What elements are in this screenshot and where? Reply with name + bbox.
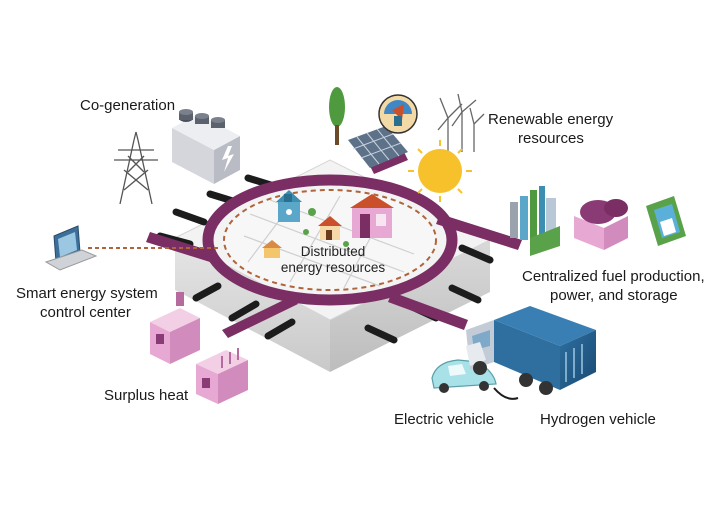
control-center [44,225,220,271]
house-orange [318,216,342,240]
label-electric-vehicle: Electric vehicle [394,411,495,428]
solar-panel-icon [348,126,408,168]
label-distributed-line1: Distributed [300,244,366,259]
label-centralized-line2: power, and storage [550,287,678,304]
label-cogeneration: Co-generation [80,97,176,114]
conduit-top-right [370,152,408,174]
label-renewable-line1: Renewable energy [488,111,614,128]
heat-building-1 [150,292,200,364]
tree-small [303,208,349,247]
house-small-yellow [262,240,282,258]
heat-building-2 [196,348,248,404]
surplus-heat-buildings [150,292,248,404]
hydro-icon [378,94,418,134]
label-hydrogen-vehicle: Hydrogen vehicle [540,411,656,428]
tree-icon [329,87,345,145]
storage-dome-icon [574,199,628,250]
label-smart-line2: control center [40,304,131,321]
pylon [114,131,158,205]
renewable-resources [329,87,485,202]
house-tall [350,194,394,238]
label-centralized-line1: Centralized fuel production, [522,268,705,285]
dam-icon [646,196,686,246]
conduit-bottom-left [222,296,298,338]
sun-icon [408,140,472,202]
label-distributed-line2: energy resources [280,260,386,275]
house-teal [276,190,302,222]
label-surplus-heat: Surplus heat [104,387,189,404]
refinery-icon [510,186,560,256]
cogeneration-plant [172,109,240,184]
label-smart-line1: Smart energy system [16,285,158,302]
conduit-right [436,214,522,250]
conduit-bottom-right [388,292,468,330]
hydrogen-vehicle [466,306,596,395]
centralized-production [510,186,686,256]
windmill-icon [437,93,485,156]
label-renewable-line2: resources [518,130,584,147]
houses [262,190,394,258]
